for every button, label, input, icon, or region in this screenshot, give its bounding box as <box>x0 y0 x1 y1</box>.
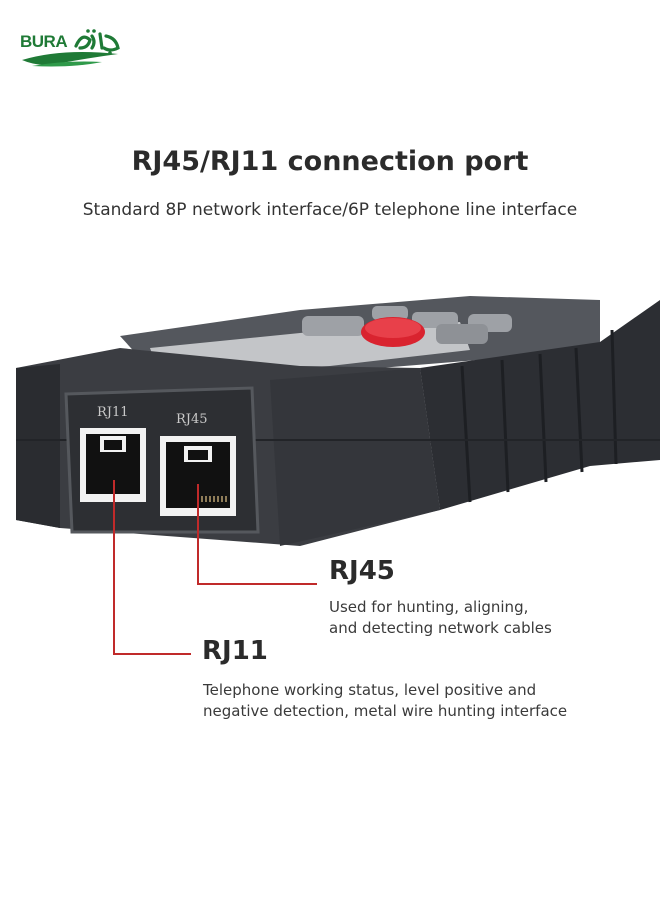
rj45-desc-line-1: Used for hunting, aligning, <box>329 598 529 616</box>
page-subtitle: Standard 8P network interface/6P telepho… <box>82 200 578 220</box>
rj11-desc-line-2: negative detection, metal wire hunting i… <box>203 702 568 720</box>
rj45-callout-line-horizontal <box>197 583 317 585</box>
rj45-callout-line-vertical <box>197 570 199 584</box>
rj45-callout-description: Used for hunting, aligning, and detectin… <box>329 597 552 639</box>
rj11-desc-line-1: Telephone working status, level positive… <box>203 681 537 699</box>
port-label-rj45: RJ45 <box>176 412 208 427</box>
port-label-rj11: RJ11 <box>97 405 129 420</box>
brand-logo: BURA <box>18 26 128 76</box>
rj11-callout-description: Telephone working status, level positive… <box>203 680 567 722</box>
tester-device-illustration: RJ11 RJ45 <box>16 296 660 570</box>
logo-text: BURA <box>20 32 68 51</box>
page-title: RJ45/RJ11 connection port <box>131 146 529 177</box>
rj45-desc-line-2: and detecting network cables <box>329 619 552 637</box>
logo-mark <box>22 29 120 67</box>
rj45-callout-title: RJ45 <box>329 556 395 586</box>
rj11-callout-line-horizontal <box>113 653 191 655</box>
rj11-callout-line-vertical <box>113 570 115 654</box>
rj11-callout-title: RJ11 <box>202 636 268 666</box>
